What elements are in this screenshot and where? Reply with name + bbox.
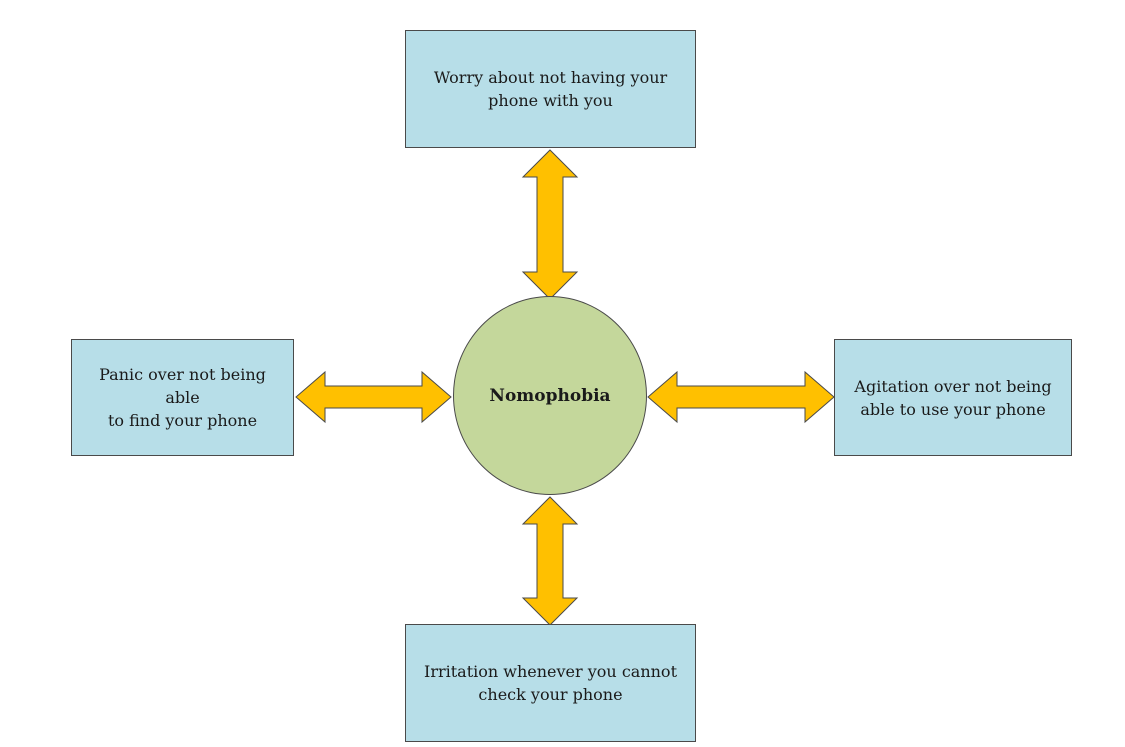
center-label: Nomophobia (489, 385, 611, 406)
center-circle: Nomophobia (453, 296, 647, 495)
node-left-line2: to find your phone (107, 411, 258, 430)
node-bottom: Irritation whenever you cannot check you… (405, 624, 696, 742)
node-left: Panic over not being able to find your p… (71, 339, 294, 456)
node-left-line1: Panic over not being able (99, 365, 266, 407)
node-bottom-line1: Irritation whenever you cannot (424, 662, 677, 681)
node-right-text: Agitation over not being able to use you… (854, 375, 1051, 421)
node-top-line2: phone with you (488, 91, 613, 110)
node-bottom-line2: check your phone (478, 685, 623, 704)
node-top-line1: Worry about not having your (433, 68, 668, 87)
arrow-bottom (521, 496, 579, 626)
node-top: Worry about not having your phone with y… (405, 30, 696, 148)
node-bottom-text: Irritation whenever you cannot check you… (424, 660, 677, 706)
node-right: Agitation over not being able to use you… (834, 339, 1072, 456)
arrow-right (647, 370, 835, 424)
node-top-text: Worry about not having your phone with y… (434, 66, 667, 112)
node-right-line1: Agitation over not being (854, 376, 1052, 396)
arrow-top (521, 149, 579, 300)
node-right-line2: able to use your phone (860, 399, 1046, 419)
node-left-text: Panic over not being able to find your p… (80, 363, 285, 432)
arrow-left (295, 370, 452, 424)
